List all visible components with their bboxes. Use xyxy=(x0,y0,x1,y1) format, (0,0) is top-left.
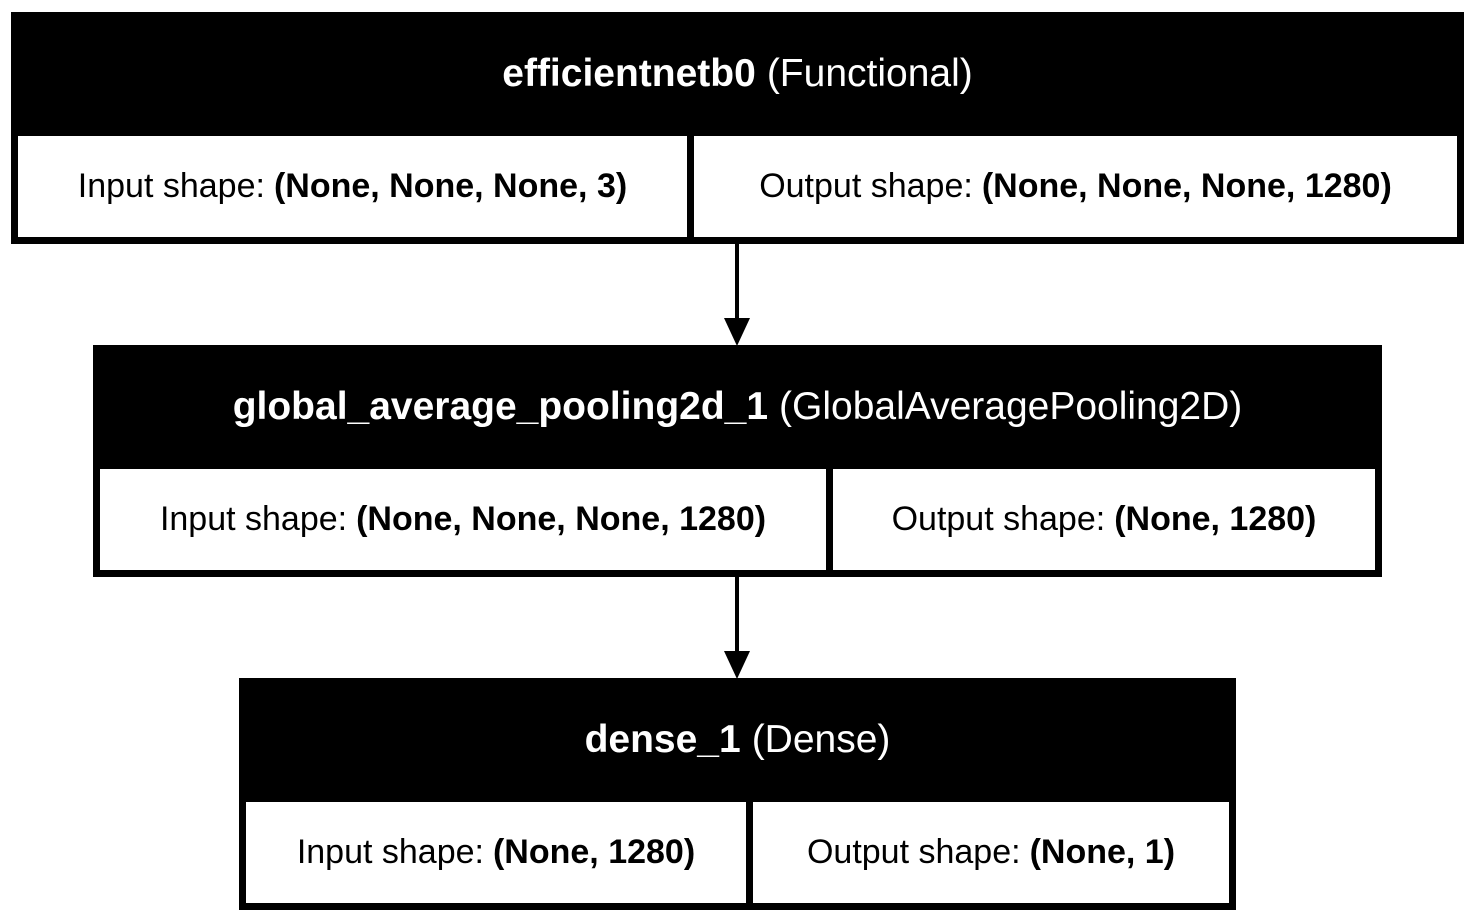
input-shape-label: Input shape: xyxy=(296,833,484,871)
layer-header: global_average_pooling2d_1 (GlobalAverag… xyxy=(100,345,1375,469)
input-shape-value: (None, None, None, 1280) xyxy=(356,500,767,538)
layer-type: (Dense) xyxy=(751,718,891,761)
layer-shapes: Input shape: (None, None, None, 1280) Ou… xyxy=(100,469,1375,570)
output-shape-value: (None, 1) xyxy=(1029,833,1176,871)
edge-global-average-pooling2d-1-to-dense-1 xyxy=(724,577,750,679)
layer-name: efficientnetb0 xyxy=(502,52,756,95)
input-shape-value: (None, None, None, 3) xyxy=(273,167,628,205)
layer-header: dense_1 (Dense) xyxy=(246,678,1229,802)
arrowhead-icon xyxy=(724,651,750,679)
layer-type: (Functional) xyxy=(766,52,973,95)
layer-name: dense_1 xyxy=(584,718,741,761)
output-shape-label: Output shape: xyxy=(891,500,1106,538)
input-shape-cell: Input shape: (None, 1280) xyxy=(246,802,746,903)
input-shape-cell: Input shape: (None, None, None, 1280) xyxy=(100,469,826,570)
output-shape-value: (None, None, None, 1280) xyxy=(981,167,1392,205)
layer-node-dense-1: dense_1 (Dense) Input shape: (None, 1280… xyxy=(239,678,1236,910)
layer-name: global_average_pooling2d_1 xyxy=(232,385,769,428)
output-shape-label: Output shape: xyxy=(759,167,973,205)
input-shape-label: Input shape: xyxy=(77,167,265,205)
output-shape-label: Output shape: xyxy=(806,833,1021,871)
layer-node-global-average-pooling2d-1: global_average_pooling2d_1 (GlobalAverag… xyxy=(93,345,1382,577)
layer-type: (GlobalAveragePooling2D) xyxy=(779,385,1243,428)
output-shape-cell: Output shape: (None, 1) xyxy=(753,802,1229,903)
layer-node-efficientnetb0: efficientnetb0 (Functional) Input shape:… xyxy=(11,12,1464,244)
layer-shapes: Input shape: (None, 1280) Output shape: … xyxy=(246,802,1229,903)
output-shape-cell: Output shape: (None, 1280) xyxy=(833,469,1375,570)
layer-shapes: Input shape: (None, None, None, 3) Outpu… xyxy=(18,136,1457,237)
arrowhead-icon xyxy=(724,318,750,346)
layer-header: efficientnetb0 (Functional) xyxy=(18,12,1457,136)
input-shape-value: (None, 1280) xyxy=(492,833,696,871)
output-shape-value: (None, 1280) xyxy=(1114,500,1317,538)
input-shape-label: Input shape: xyxy=(159,500,348,538)
edge-efficientnetb0-to-global-average-pooling2d-1 xyxy=(724,244,750,346)
input-shape-cell: Input shape: (None, None, None, 3) xyxy=(18,136,687,237)
output-shape-cell: Output shape: (None, None, None, 1280) xyxy=(694,136,1457,237)
